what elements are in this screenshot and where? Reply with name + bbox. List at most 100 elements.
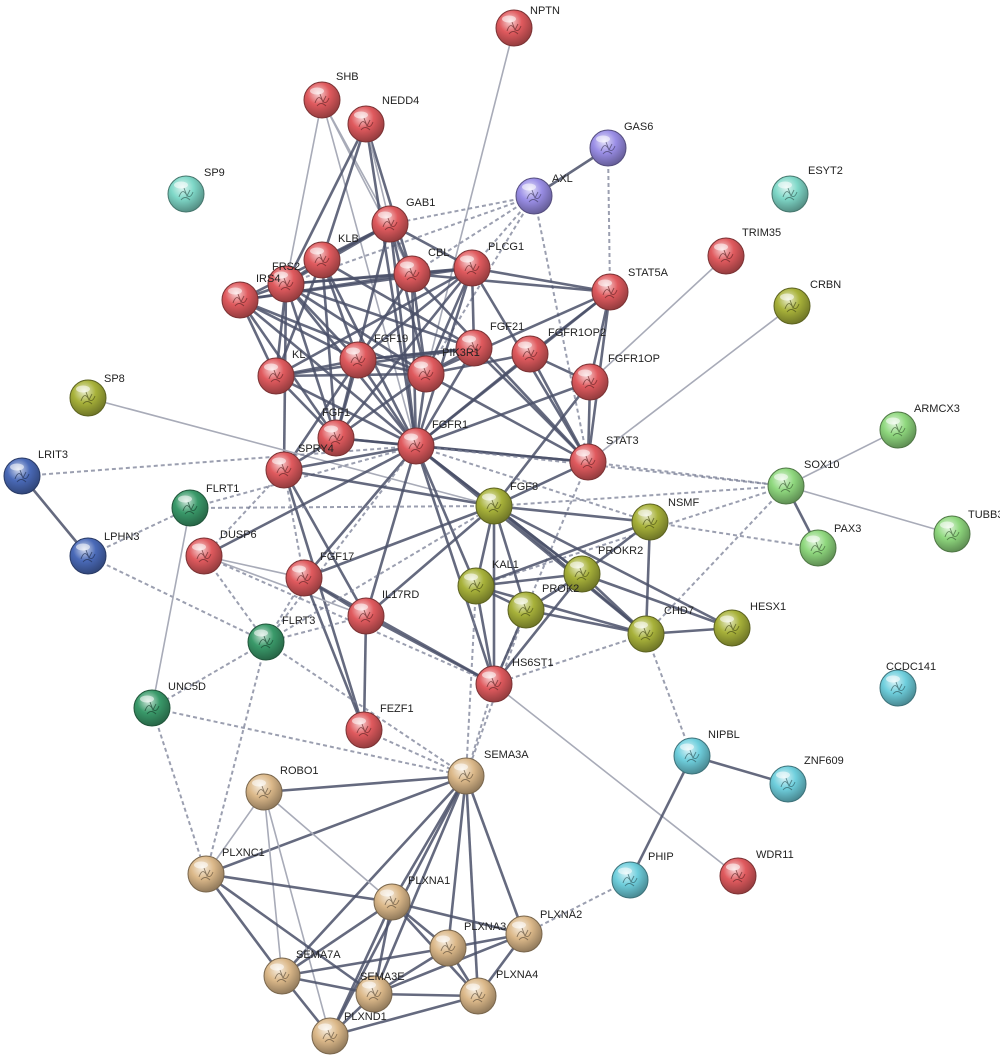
node-phip[interactable]: PHIP	[611, 851, 674, 899]
sphere-highlight	[310, 87, 324, 95]
edge-frs2-fgf1	[284, 283, 338, 439]
node-fgf21[interactable]: FGF21	[455, 321, 524, 367]
node-plxna3[interactable]: PLXNA3	[429, 921, 506, 967]
node-gab1[interactable]: GAB1	[371, 197, 435, 243]
node-hesx1[interactable]: HESX1	[713, 601, 786, 647]
sphere-highlight	[362, 981, 376, 989]
node-ccdc141[interactable]: CCDC141	[879, 661, 936, 707]
node-sema3a[interactable]: SEMA3A	[447, 749, 529, 795]
protein-structure-icon	[296, 571, 312, 585]
node-fezf1[interactable]: FEZF1	[345, 703, 414, 749]
node-chd7[interactable]: CHD7	[627, 605, 694, 653]
edge-sema3a-plxnc1	[205, 774, 467, 876]
node-sp9[interactable]: SP9	[167, 167, 225, 213]
edge-fgfr1op-fgf8	[492, 381, 592, 507]
node-fgfr1op2[interactable]: FGFR1OP2	[511, 327, 606, 373]
node-fgfr1[interactable]: FGFR1	[397, 419, 468, 465]
edge-fezf1-sema3a	[363, 729, 467, 777]
node-fgf8[interactable]: FGF8	[475, 481, 538, 525]
node-irs4[interactable]: IRS4	[221, 273, 280, 319]
node-label: LRIT3	[38, 449, 68, 461]
edge-kal1-sema3a	[465, 585, 477, 777]
edge-stat5a-pik3r1	[425, 290, 611, 376]
node-il17rd[interactable]: IL17RD	[347, 589, 419, 635]
protein-structure-icon	[232, 293, 248, 307]
node-label: PLXNC1	[222, 847, 265, 859]
node-label: SP8	[104, 373, 125, 385]
node-gas6[interactable]: GAS6	[589, 121, 653, 167]
node-plxna1[interactable]: PLXNA1	[373, 875, 450, 921]
sphere-highlight	[264, 363, 278, 371]
node-flrt1[interactable]: FLRT1	[171, 483, 239, 527]
sphere-highlight	[578, 369, 592, 377]
node-nptn[interactable]: NPTN	[495, 5, 560, 47]
node-lphn3[interactable]: LPHN3	[69, 531, 139, 575]
protein-structure-icon	[408, 439, 424, 453]
node-label: PHIP	[648, 851, 674, 863]
node-znf609[interactable]: ZNF609	[769, 755, 844, 803]
node-label: FGFR1OP2	[548, 327, 606, 339]
node-lrit3[interactable]: LRIT3	[3, 449, 68, 495]
edge-il17rd-fezf1	[362, 615, 368, 731]
node-label: KLB	[338, 233, 359, 245]
node-kal1[interactable]: KAL1	[457, 559, 519, 605]
node-label: SOX10	[804, 459, 839, 471]
edge-nedd4-frs2	[284, 123, 368, 285]
node-fgf19[interactable]: FGF19	[339, 333, 408, 379]
node-hs6st1[interactable]: HS6ST1	[475, 657, 554, 703]
edge-unc5d-plxnc1	[151, 707, 207, 875]
node-klb[interactable]: KLB	[303, 233, 359, 279]
node-dusp6[interactable]: DUSP6	[185, 529, 257, 575]
edge-flrt3-fgf8	[265, 505, 495, 643]
node-nedd4[interactable]: NEDD4	[347, 95, 419, 143]
edge-fgfr1-lrit3	[21, 445, 417, 477]
node-plxna4[interactable]: PLXNA4	[459, 969, 538, 1015]
sphere-highlight	[680, 743, 694, 751]
node-stat5a[interactable]: STAT5A	[591, 267, 669, 311]
node-plcg1[interactable]: PLCG1	[453, 241, 524, 287]
node-robo1[interactable]: ROBO1	[245, 765, 319, 811]
node-nipbl[interactable]: NIPBL	[673, 729, 740, 775]
node-nsmf[interactable]: NSMF	[631, 497, 699, 541]
node-fgf1[interactable]: FGF1	[317, 407, 355, 457]
node-fgfr1op[interactable]: FGFR1OP	[571, 353, 660, 401]
node-plxnd1[interactable]: PLXND1	[311, 1011, 387, 1055]
node-sox10[interactable]: SOX10	[767, 459, 839, 505]
node-axl[interactable]: AXL	[515, 173, 573, 215]
node-frs2[interactable]: FRS2	[267, 261, 305, 303]
sphere-highlight	[292, 565, 306, 573]
node-stat3[interactable]: STAT3	[569, 435, 639, 481]
edge-fgf19-fgf21	[357, 346, 475, 362]
node-kl[interactable]: KL	[257, 349, 305, 395]
node-sema3e[interactable]: SEMA3E	[355, 971, 405, 1013]
edge-fgf19-spry4	[282, 359, 360, 471]
node-pax3[interactable]: PAX3	[799, 523, 861, 567]
node-plxna2[interactable]: PLXNA2	[505, 909, 582, 953]
edge-fgfr1-fgf17	[303, 445, 417, 579]
node-tubb3[interactable]: TUBB3	[933, 509, 1000, 553]
node-cbl[interactable]: CBL	[393, 247, 449, 293]
sphere-highlight	[482, 671, 496, 679]
node-trim35[interactable]: TRIM35	[707, 227, 781, 275]
node-crbn[interactable]: CRBN	[773, 279, 841, 325]
node-fgf17[interactable]: FGF17	[285, 551, 354, 597]
node-armcx3[interactable]: ARMCX3	[879, 403, 960, 449]
node-label: GAB1	[406, 197, 435, 209]
node-shb[interactable]: SHB	[303, 71, 359, 119]
node-unc5d[interactable]: UNC5D	[133, 681, 206, 727]
node-sp8[interactable]: SP8	[69, 373, 125, 417]
node-prokr2[interactable]: PROKR2	[563, 545, 643, 593]
node-wdr11[interactable]: WDR11	[719, 849, 794, 895]
protein-structure-icon	[780, 777, 796, 791]
node-spry4[interactable]: SPRY4	[265, 443, 334, 489]
protein-structure-icon	[724, 621, 740, 635]
sphere-highlight	[596, 135, 610, 143]
edge-sox10-chd7	[645, 485, 787, 635]
sphere-highlight	[354, 603, 368, 611]
node-esyt2[interactable]: ESYT2	[771, 165, 843, 213]
node-flrt3[interactable]: FLRT3	[247, 615, 315, 661]
node-plxnc1[interactable]: PLXNC1	[187, 847, 265, 893]
node-pik3r1[interactable]: PIK3R1	[407, 347, 480, 393]
node-sema7a[interactable]: SEMA7A	[263, 949, 341, 995]
node-prok2[interactable]: PROK2	[507, 583, 579, 629]
